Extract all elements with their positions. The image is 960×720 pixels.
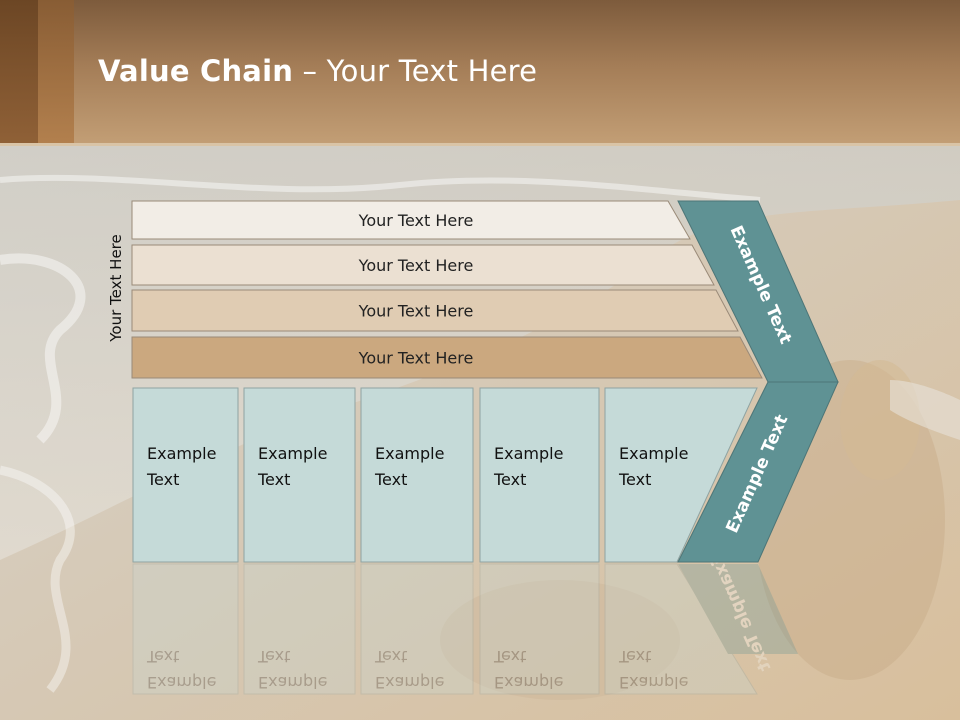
header-divider xyxy=(0,143,960,146)
header-accent-stripe xyxy=(38,0,74,146)
chevron-lower-arm xyxy=(677,381,839,563)
activity-box-reflection-label: Example xyxy=(375,673,444,692)
activity-box-reflection-label: Text xyxy=(493,647,526,666)
value-chain-bar-label: Your Text Here xyxy=(358,256,474,275)
activity-box-reflection-label: Example xyxy=(494,673,563,692)
value-chain-bar xyxy=(131,244,715,286)
slide-title-rest: – Your Text Here xyxy=(293,54,538,88)
activity-box-reflection xyxy=(604,563,758,695)
activity-box-label: Example xyxy=(147,444,216,463)
activity-box xyxy=(604,387,758,563)
slide-title: Value Chain – Your Text Here xyxy=(98,54,537,88)
header-accent-stripe xyxy=(0,0,38,146)
value-chain-bar xyxy=(131,289,739,332)
value-chain-bar xyxy=(131,200,691,240)
activity-box-label: Text xyxy=(257,470,290,489)
activity-box-reflection-label: Example xyxy=(258,673,327,692)
slide-title-bold: Value Chain xyxy=(98,54,294,88)
activity-box-label: Text xyxy=(374,470,407,489)
activity-box-label: Text xyxy=(146,470,179,489)
activity-box-label: Text xyxy=(493,470,526,489)
value-chain-bar-label: Your Text Here xyxy=(358,349,474,368)
activity-box xyxy=(479,387,600,563)
activity-box-reflection xyxy=(360,563,474,695)
activity-box-reflection xyxy=(243,563,356,695)
activity-box-label: Example xyxy=(258,444,327,463)
activity-box-label: Text xyxy=(618,470,651,489)
activity-box-reflection xyxy=(479,563,600,695)
activity-box xyxy=(243,387,356,563)
activity-box-label: Example xyxy=(619,444,688,463)
activity-box-label: Example xyxy=(375,444,444,463)
value-chain-bar-label: Your Text Here xyxy=(358,302,474,321)
chevron-reflection xyxy=(678,564,798,654)
value-chain-bar-label: Your Text Here xyxy=(358,211,474,230)
activity-box-reflection-label: Example xyxy=(147,673,216,692)
activity-box-reflection-label: Text xyxy=(618,647,651,666)
activity-box xyxy=(360,387,474,563)
activity-box-reflection xyxy=(132,563,239,695)
title-bar xyxy=(0,0,960,146)
activity-box-reflection-label: Text xyxy=(257,647,290,666)
activity-box-reflection-label: Text xyxy=(146,647,179,666)
activity-box-reflection-label: Text xyxy=(374,647,407,666)
value-chain-bar xyxy=(131,336,763,379)
activity-box-label: Example xyxy=(494,444,563,463)
activity-box-reflection-label: Example xyxy=(619,673,688,692)
activity-box xyxy=(132,387,239,563)
